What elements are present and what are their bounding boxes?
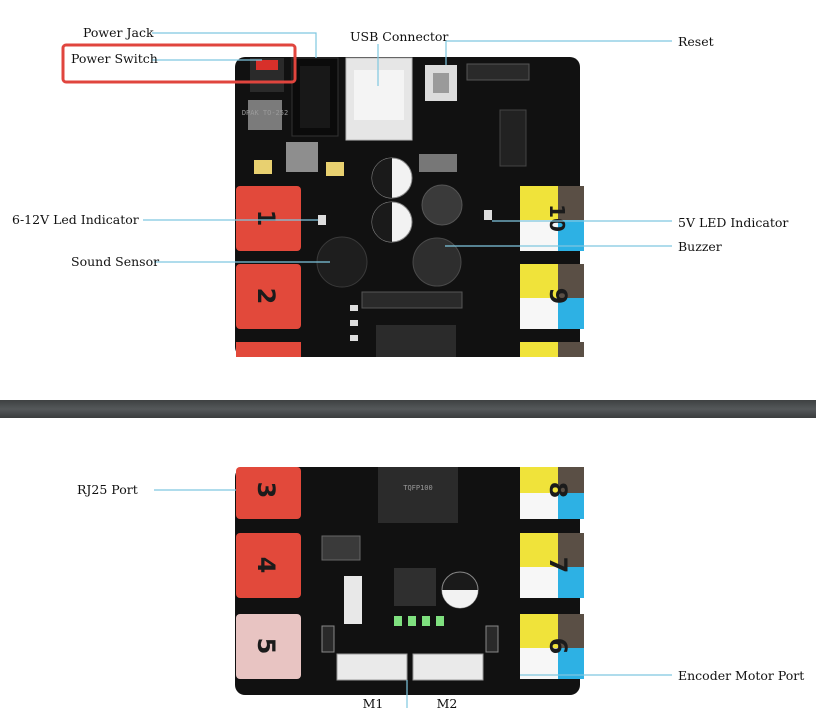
top-board-diagram: DPAK TO-252 1 2 10	[12, 25, 788, 357]
port-6-label: 6	[544, 638, 572, 655]
power-switch-highlight	[61, 43, 297, 84]
port-3-label: 3	[252, 482, 280, 499]
port-7-label: 7	[544, 557, 572, 574]
dpak-chip	[248, 100, 282, 130]
dpak-chip-label: DPAK TO-252	[242, 109, 288, 117]
leader-power-jack	[152, 32, 317, 58]
green-led-3	[422, 616, 430, 626]
motor-connector-m1	[336, 653, 408, 681]
port-5	[236, 614, 301, 679]
led-3-pin	[419, 154, 457, 172]
inductor	[421, 184, 463, 226]
icsp-header	[321, 535, 361, 561]
buzzer	[412, 237, 462, 287]
label-power-switch: Power Switch	[71, 51, 158, 66]
power-switch-toggle	[256, 60, 278, 70]
port-7	[520, 533, 584, 598]
label-m2: M2	[437, 696, 458, 711]
motor-connector-m2	[412, 653, 484, 681]
label-rj25-port: RJ25 Port	[77, 482, 138, 497]
bottom-board-view: TQFP100 3 4 5 8 7 6	[0, 418, 816, 716]
main-chip-top	[376, 325, 456, 357]
green-led-4	[436, 616, 444, 626]
label-usb-connector: USB Connector	[350, 29, 448, 44]
label-power-jack: Power Jack	[83, 25, 154, 40]
label-sound-sensor: Sound Sensor	[71, 254, 159, 269]
label-m1: M1	[363, 696, 384, 711]
bottom-board-diagram: TQFP100 3 4 5 8 7 6	[77, 467, 804, 711]
label-6-12v-led: 6-12V Led Indicator	[12, 212, 139, 227]
port-10-label: 10	[545, 204, 569, 232]
port-3	[236, 467, 301, 519]
port-9	[520, 264, 584, 329]
port-2	[236, 264, 301, 329]
panel-divider	[0, 400, 816, 418]
header-pins	[466, 63, 530, 81]
green-led-2	[408, 616, 416, 626]
port-1-label: 1	[252, 210, 280, 227]
port-2-label: 2	[252, 288, 280, 305]
motor-driver-chip	[394, 568, 436, 606]
main-chip-label: TQFP100	[403, 484, 433, 492]
led-6-12v	[318, 215, 326, 225]
port-9-label: 9	[544, 288, 572, 305]
port-8-label: 8	[544, 482, 572, 499]
port-4-label: 4	[252, 557, 280, 574]
white-connector	[344, 576, 362, 624]
leader-reset	[445, 40, 672, 65]
led-5v	[484, 210, 492, 220]
label-encoder-motor-port: Encoder Motor Port	[678, 668, 804, 683]
top-board-view: DPAK TO-252 1 2 10	[12, 25, 789, 357]
port-4	[236, 533, 301, 598]
port-1	[236, 186, 301, 251]
label-reset: Reset	[678, 34, 714, 49]
label-5v-led: 5V LED Indicator	[678, 215, 788, 230]
port-5-label: 5	[252, 638, 280, 655]
green-led-1	[394, 616, 402, 626]
port-6	[520, 614, 584, 679]
ic-chip-small	[499, 109, 527, 167]
port-8	[520, 467, 584, 519]
regulator-chip	[286, 142, 318, 172]
main-chip	[378, 467, 458, 523]
label-buzzer: Buzzer	[678, 239, 722, 254]
header-row	[361, 291, 463, 309]
